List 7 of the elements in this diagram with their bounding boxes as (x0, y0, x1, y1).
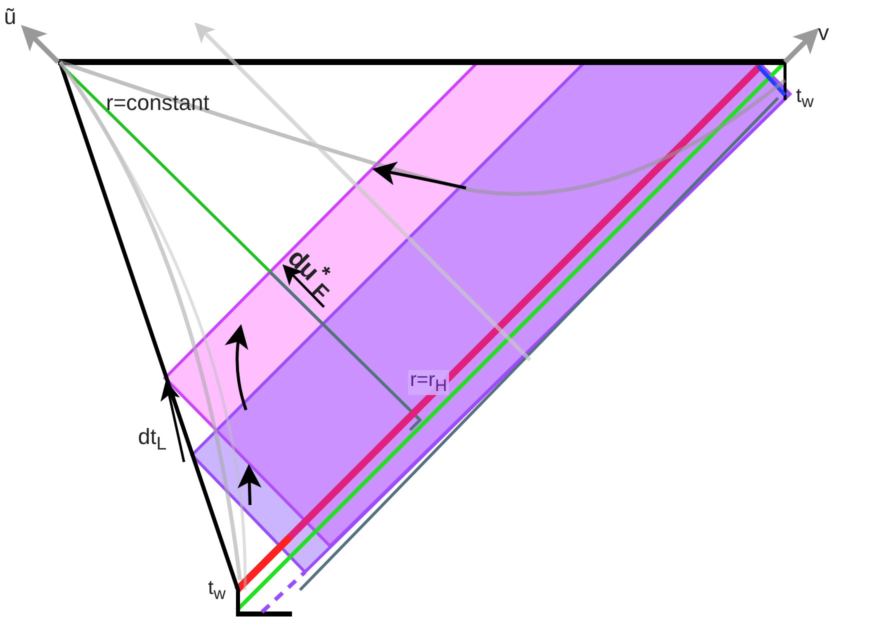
time-label: t$_{w}$ (208, 578, 226, 603)
interval-label: dt$_{L}$ (138, 426, 167, 453)
axis-label: ũ (4, 6, 16, 28)
curve-label: r=constant (106, 92, 210, 114)
time-label: t$_{w}$ (796, 86, 814, 111)
axis-label: v (818, 22, 829, 44)
horizon-label: r=r$_{H}$ (408, 370, 450, 395)
